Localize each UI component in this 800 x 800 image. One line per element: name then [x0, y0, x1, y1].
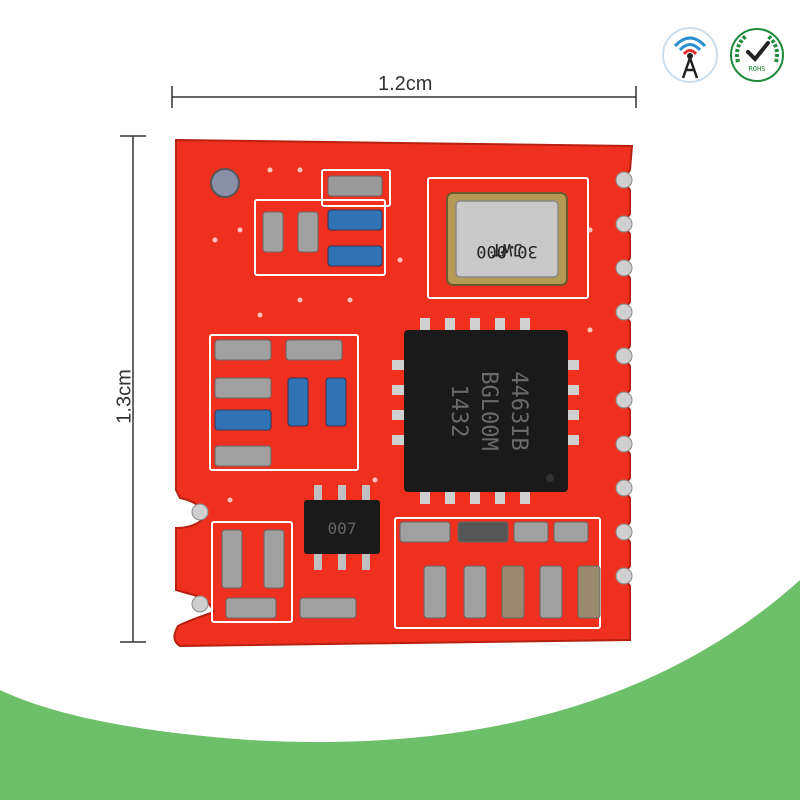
crystal-label-frequency: 30.000 [476, 241, 537, 261]
crystal-label-brand: JWT [492, 239, 523, 259]
chip-label-part: 4463IB [506, 371, 531, 450]
chip-label-lot: BGL00M [476, 371, 501, 450]
chip-label-date: 1432 [446, 385, 471, 438]
width-dimension-label: 1.2cm [378, 73, 433, 95]
wireless-antenna-icon [662, 27, 718, 83]
transistor-label: 007 [328, 519, 357, 538]
transistor-sot23: 007 [304, 485, 380, 570]
rohs-text: ROHS [749, 65, 766, 73]
smd-capacitors [214, 175, 601, 619]
castellated-pads [191, 171, 633, 613]
rf-transceiver-chip: 4463IB BGL00M 1432 [392, 318, 579, 504]
crystal-oscillator: 30.000 JWT [446, 192, 568, 286]
via-hole [210, 168, 240, 198]
smd-inductors [214, 209, 383, 431]
rohs-check-icon: ROHS [730, 28, 784, 82]
